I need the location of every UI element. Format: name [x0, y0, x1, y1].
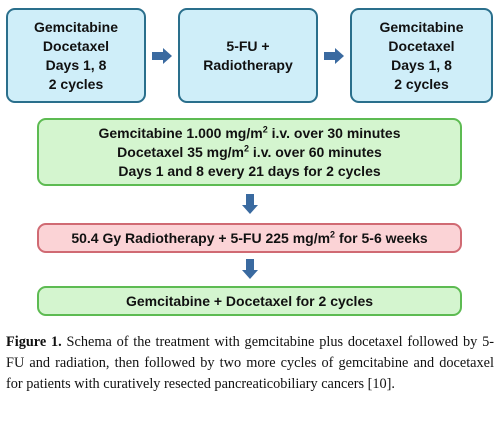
box-line: Docetaxel [42, 37, 110, 54]
figure-label: Figure 1. [6, 334, 62, 350]
gemcitabine-docetaxel-box-first: Gemcitabine Docetaxel Days 1, 8 2 cycles [6, 8, 146, 103]
radiotherapy-text: 50.4 Gy Radiotherapy + 5-FU 225 mg/m2 fo… [71, 228, 428, 246]
gemcitabine-docetaxel-box-second: Gemcitabine Docetaxel Days 1, 8 2 cycles [350, 8, 493, 103]
dosing-line-docetaxel: Docetaxel 35 mg/m2 i.v. over 60 minutes [117, 142, 382, 160]
right-arrow-icon [324, 48, 344, 64]
figure-caption: Figure 1. Schema of the treatment with g… [6, 332, 494, 395]
box-line: Days 1, 8 [45, 56, 107, 73]
final-cycles-text: Gemcitabine + Docetaxel for 2 cycles [125, 292, 374, 309]
dosing-line-gemcitabine: Gemcitabine 1.000 mg/m2 i.v. over 30 min… [98, 123, 401, 141]
dosing-schedule-box: Gemcitabine 1.000 mg/m2 i.v. over 30 min… [37, 118, 462, 186]
down-arrow-icon [242, 194, 258, 214]
box-line: 5-FU + [226, 37, 270, 54]
box-line: Radiotherapy [203, 56, 293, 73]
fu-radiotherapy-box: 5-FU + Radiotherapy [178, 8, 318, 103]
down-arrow-icon [242, 259, 258, 279]
radiotherapy-box: 50.4 Gy Radiotherapy + 5-FU 225 mg/m2 fo… [37, 223, 462, 253]
right-arrow-icon [152, 48, 172, 64]
box-line: Gemcitabine [33, 18, 119, 35]
box-line: Gemcitabine [379, 18, 464, 35]
box-line: Days 1, 8 [391, 56, 452, 73]
final-cycles-box: Gemcitabine + Docetaxel for 2 cycles [37, 286, 462, 316]
dosing-line-schedule: Days 1 and 8 every 21 days for 2 cycles [118, 162, 381, 179]
box-line: 2 cycles [394, 75, 449, 92]
box-line: 2 cycles [48, 75, 104, 92]
box-line: Docetaxel [388, 37, 455, 54]
caption-text: Schema of the treatment with gemcitabine… [6, 334, 494, 392]
